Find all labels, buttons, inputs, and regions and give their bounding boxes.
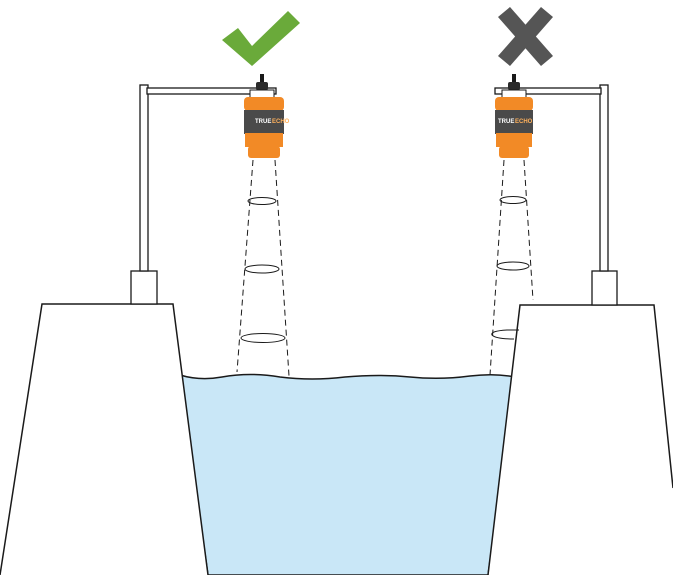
cross-mark-icon xyxy=(498,7,553,66)
right-sensor-beam xyxy=(489,159,534,376)
right-bank xyxy=(487,304,673,575)
right-mounting-bracket xyxy=(494,84,618,306)
right-ultrasonic-sensor: TRUE ECHO xyxy=(495,74,533,158)
left-ultrasonic-sensor: TRUE ECHO xyxy=(244,74,290,158)
right-sensor-brand-true: TRUE xyxy=(498,119,514,125)
right-sensor-brand-echo: ECHO xyxy=(515,119,533,125)
check-mark-icon xyxy=(222,11,300,66)
left-sensor-brand-echo: ECHO xyxy=(272,119,290,125)
left-bank xyxy=(0,303,209,575)
left-mounting-bracket xyxy=(130,84,277,305)
left-sensor-beam xyxy=(236,159,290,377)
left-sensor-brand-true: TRUE xyxy=(255,119,271,125)
water-body xyxy=(179,373,516,575)
